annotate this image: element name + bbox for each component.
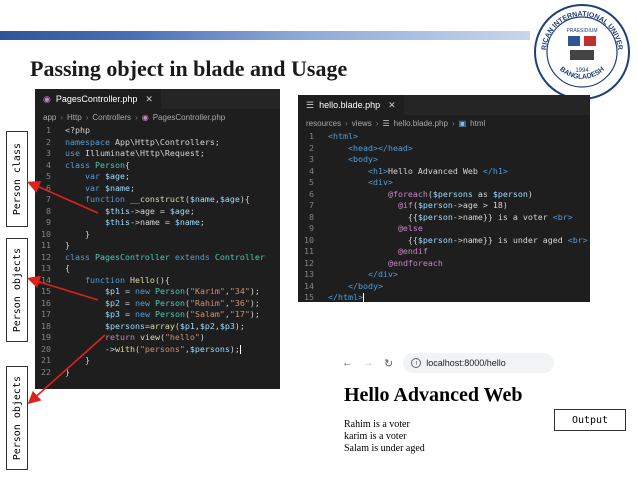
line-number: 11 [41,240,51,250]
url-text: localhost:8000/hello [426,358,506,368]
editor-tab-bar: ☰ hello.blade.php ✕ [298,95,590,115]
line-number: 1 [46,125,51,135]
line-number: 2 [46,136,51,147]
label-text: Output [571,414,609,426]
close-icon[interactable]: ✕ [145,93,153,104]
line-number: 13 [41,263,51,273]
line-number: 15 [304,292,314,302]
reload-icon[interactable]: ↻ [384,357,394,370]
back-arrow-icon[interactable]: ← [342,357,353,369]
breadcrumb-item[interactable]: resources [306,118,342,128]
blade-code-editor[interactable]: ☰ hello.blade.php ✕ resources › views › … [298,95,590,302]
line-number: 21 [41,355,51,365]
line-number: 20 [41,343,51,354]
line-number: 7 [46,194,51,204]
browser-toolbar: ← → ↻ i localhost:8000/hello [338,352,554,374]
chevron-right-icon: › [85,112,89,122]
tab-label: PagesController.php [55,94,138,104]
chevron-right-icon: › [451,118,455,128]
slide-title: Passing object in blade and Usage [30,56,348,81]
line-number: 4 [46,159,51,170]
close-icon[interactable]: ✕ [388,99,396,110]
line-number: 4 [309,165,314,176]
label-text: Person objects [11,375,23,461]
line-number: 3 [309,154,314,164]
breadcrumb-item[interactable]: html [470,118,486,128]
breadcrumb: app › Http › Controllers › ◉ PagesContro… [35,109,280,125]
svg-text:PRAESIDIUM: PRAESIDIUM [566,28,597,34]
breadcrumb-item[interactable]: PagesController.php [152,112,226,122]
line-number: 12 [304,257,314,268]
tab-hello-blade[interactable]: ☰ hello.blade.php ✕ [298,95,404,115]
line-number: 19 [41,332,51,342]
svg-text:1994: 1994 [575,68,589,74]
label-text: Person objects [11,247,23,333]
breadcrumb-item[interactable]: app [43,112,57,122]
line-number: 3 [46,148,51,158]
line-number: 12 [41,251,51,262]
breadcrumb-item[interactable]: Http [67,112,82,122]
line-number: 16 [41,297,51,308]
address-bar[interactable]: i localhost:8000/hello [403,353,554,373]
tab-label: hello.blade.php [319,100,381,110]
line-number: 9 [46,217,51,227]
php-file-icon: ◉ [141,112,149,122]
chevron-right-icon: › [60,112,64,122]
text-cursor [362,293,364,302]
line-number: 14 [304,280,314,291]
line-number: 6 [309,188,314,199]
breadcrumb-item[interactable]: views [351,118,372,128]
tab-pages-controller[interactable]: ◉ PagesController.php ✕ [35,89,161,109]
chevron-right-icon: › [135,112,138,122]
label-person-objects: Person objects [6,366,28,470]
file-lines-icon: ☰ [382,118,390,128]
chevron-right-icon: › [375,118,379,128]
cube-icon: ▣ [458,118,467,128]
line-number: 11 [304,246,314,256]
text-cursor [239,344,241,354]
output-line: Rahim is a voter [344,419,410,430]
breadcrumb-item[interactable]: hello.blade.php [393,118,448,128]
label-person-class: Person class [6,131,28,227]
line-number: 17 [41,309,51,319]
label-text: Person class [11,142,23,216]
decorative-header-bar [0,31,530,40]
university-logo: AMERICAN INTERNATIONAL UNIVERSITY BANGLA… [532,2,630,100]
line-number: 10 [304,234,314,245]
line-number: 7 [309,200,314,210]
line-number: 18 [41,320,51,331]
output-line: karim is a voter [344,431,407,442]
editor-tab-bar: ◉ PagesController.php ✕ [35,89,280,109]
label-output: Output [554,409,626,431]
line-number: 1 [309,131,314,141]
line-number: 5 [309,177,314,187]
line-number: 15 [41,286,51,296]
output-line: Salam is under aged [344,443,425,454]
forward-arrow-icon[interactable]: → [363,357,374,369]
chevron-right-icon: › [345,118,348,128]
file-lines-icon: ☰ [306,99,315,110]
line-number: 5 [46,171,51,181]
breadcrumb-item[interactable]: Controllers [92,112,132,122]
php-file-icon: ◉ [43,93,51,104]
browser-output: ← → ↻ i localhost:8000/hello Hello Advan… [338,352,554,462]
line-number: 2 [309,142,314,153]
info-icon[interactable]: i [411,358,422,368]
line-number: 6 [46,182,51,193]
code-area[interactable]: 1<html> 2 <head></head> 3 <body> 4 <h1>H… [298,131,590,304]
breadcrumb: resources › views › ☰ hello.blade.php › … [298,115,590,131]
line-number: 10 [41,228,51,239]
controller-code-editor[interactable]: ◉ PagesController.php ✕ app › Http › Con… [35,89,280,389]
line-number: 8 [309,211,314,222]
line-number: 13 [304,269,314,279]
line-number: 14 [41,274,51,285]
line-number: 22 [41,366,51,377]
line-number: 9 [309,223,314,233]
label-person-objects: Person objects [6,238,28,342]
page-heading: Hello Advanced Web [344,384,523,406]
line-number: 8 [46,205,51,216]
